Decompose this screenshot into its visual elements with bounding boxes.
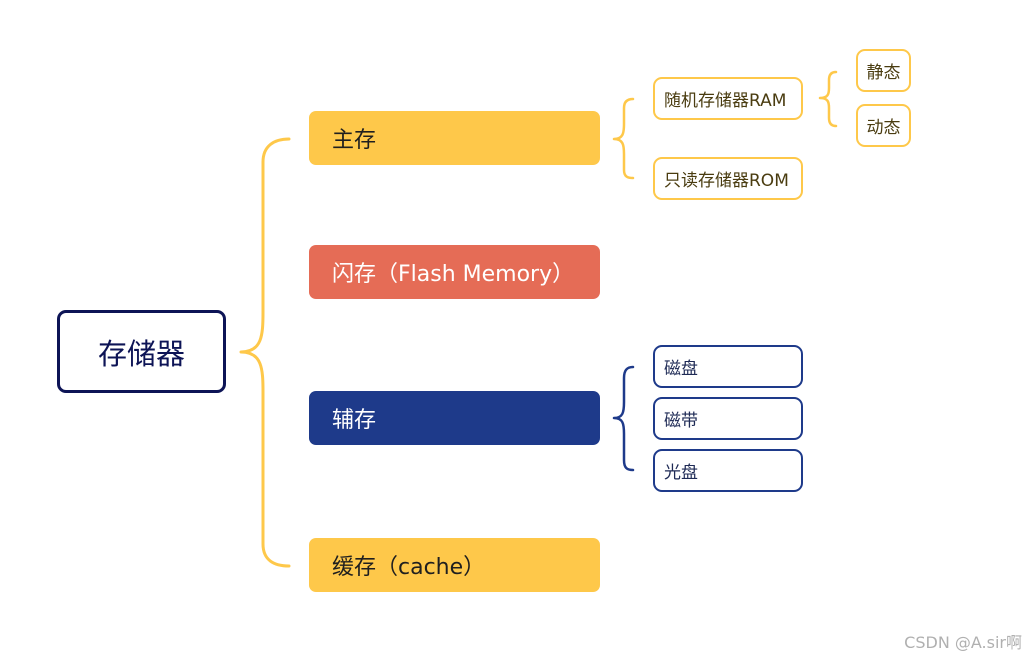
leaf-rom: 只读存储器ROM — [653, 157, 803, 200]
leaf-disk-label: 磁盘 — [664, 359, 698, 379]
branch-cache: 缓存（cache） — [309, 538, 600, 592]
leaf-static-label: 静态 — [866, 63, 901, 83]
leaf-dynamic-label: 动态 — [866, 118, 901, 138]
leaf-dynamic: 动态 — [856, 104, 911, 147]
branch-main-memory-label: 主存 — [332, 128, 377, 153]
watermark: CSDN @A.sir啊 — [904, 633, 1022, 652]
branch-cache-label: 缓存（cache） — [332, 555, 486, 580]
ram-bracket — [818, 70, 838, 128]
leaf-ram: 随机存储器RAM — [653, 77, 803, 120]
branch-flash-label: 闪存（Flash Memory） — [332, 262, 575, 287]
root-bracket — [239, 137, 291, 568]
leaf-tape: 磁带 — [653, 397, 803, 440]
leaf-disk: 磁盘 — [653, 345, 803, 388]
leaf-optical: 光盘 — [653, 449, 803, 492]
leaf-optical-label: 光盘 — [664, 463, 698, 483]
leaf-ram-label: 随机存储器RAM — [664, 91, 787, 111]
branch-main-memory: 主存 — [309, 111, 600, 165]
leaf-tape-label: 磁带 — [664, 411, 698, 431]
leaf-rom-label: 只读存储器ROM — [664, 171, 789, 191]
root-node: 存储器 — [57, 310, 226, 393]
branch-flash: 闪存（Flash Memory） — [309, 245, 600, 299]
branch-secondary: 辅存 — [309, 391, 600, 445]
main-memory-bracket — [612, 97, 635, 180]
branch-secondary-label: 辅存 — [332, 408, 377, 433]
root-label: 存储器 — [97, 336, 185, 371]
secondary-bracket — [612, 365, 635, 472]
leaf-static: 静态 — [856, 49, 911, 92]
